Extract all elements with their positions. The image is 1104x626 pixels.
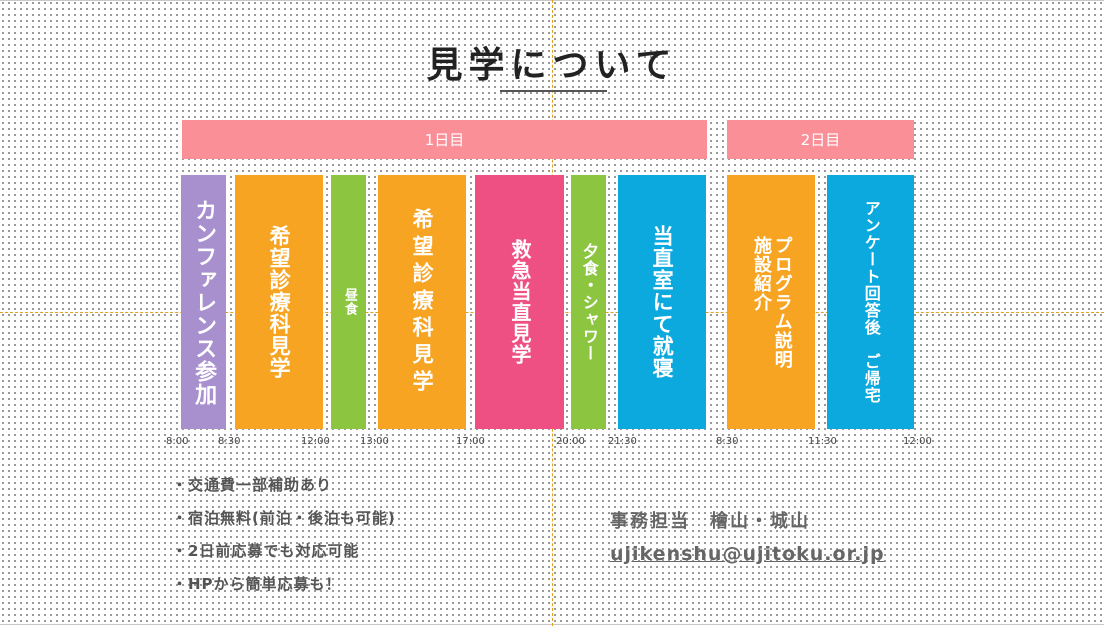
block-label: 希望診療科見学 [267, 225, 292, 379]
title-underline [500, 90, 607, 92]
time-label: 11:30 [808, 436, 837, 447]
time-label: 8:30 [218, 436, 241, 447]
note-hp: ・HPから簡単応募も！ [172, 575, 342, 593]
note-lodging: ・宿泊無料(前泊・後泊も可能) [172, 509, 396, 527]
schedule-block-emergency: 救急当直見学 [475, 175, 564, 429]
day1-header: 1日目 [182, 120, 707, 159]
block-label: 当直室にて就寝 [650, 225, 675, 379]
schedule-block-lunch: 昼食 [331, 175, 366, 429]
time-label: 12:00 [301, 436, 330, 447]
schedule-block-conference: カンファレンス参加 [181, 175, 226, 429]
time-label: 17:00 [456, 436, 485, 447]
schedule-block-dept-visit-2: 希望診療科見学 [378, 175, 466, 429]
block-label: 昼食 [341, 288, 357, 316]
time-label: 8:30 [716, 436, 739, 447]
note-transport: ・交通費一部補助あり [172, 476, 333, 494]
day2-header: 2日目 [727, 120, 914, 159]
time-label: 21:30 [608, 436, 637, 447]
block-label: アンケート回答後 ご帰宅 [861, 200, 881, 404]
schedule-block-dept-visit-1: 希望診療科見学 [235, 175, 323, 429]
contact-email-link[interactable]: ujikenshu@ujitoku.or.jp [610, 543, 885, 565]
schedule-block-dinner: 夕食・シャワー [571, 175, 606, 429]
time-label: 8:00 [166, 436, 189, 447]
schedule-block-sleep: 当直室にて就寝 [618, 175, 706, 429]
schedule-block-program: プログラム説明 施設紹介 [727, 175, 815, 429]
time-label: 20:00 [556, 436, 585, 447]
note-application: ・2日前応募でも対応可能 [172, 542, 360, 560]
block-label: カンファレンス参加 [191, 198, 217, 406]
block-label: プログラム説明 施設紹介 [751, 235, 793, 369]
contact-office: 事務担当 檜山・城山 [610, 511, 810, 532]
block-label: 救急当直見学 [508, 239, 532, 365]
time-label: 13:00 [360, 436, 389, 447]
time-label: 12:00 [903, 436, 932, 447]
page-title: 見学について [426, 45, 678, 86]
schedule-block-survey: アンケート回答後 ご帰宅 [827, 175, 914, 429]
block-label: 希望診療科見学 [410, 207, 435, 397]
block-label: 夕食・シャワー [579, 242, 599, 362]
